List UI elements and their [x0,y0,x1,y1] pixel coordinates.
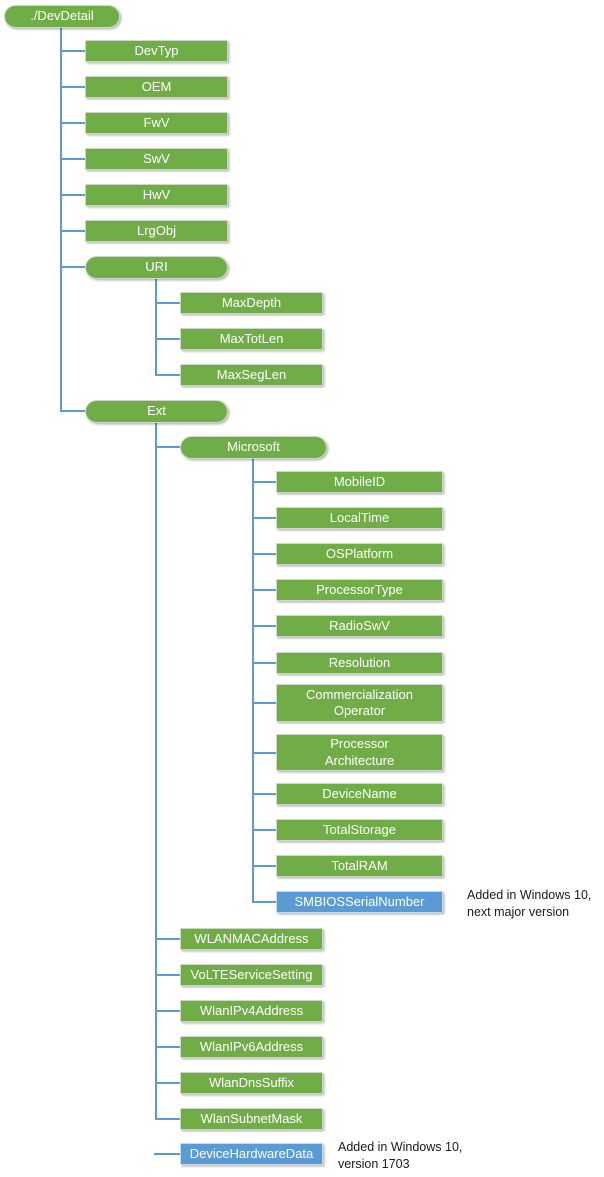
node-processorarchitecture: Processor Architecture [276,734,443,771]
node-processortype: ProcessorType [276,579,443,601]
node-maxdepth: MaxDepth [180,292,323,314]
branch-line-wlanipv4address [155,1010,180,1012]
node-devicename: DeviceName [276,783,443,805]
node-localtime: LocalTime [276,507,443,529]
node-osplatform: OSPlatform [276,543,443,565]
branch-line-processortype [252,589,276,591]
branch-line-swv [60,158,85,160]
node-totalstorage: TotalStorage [276,819,443,841]
node-wlandnssuffix: WlanDnsSuffix [180,1072,323,1094]
annotation-smbiosserialnumber: Added in Windows 10, next major version [467,888,592,919]
annotation-devicehardwaredata: Added in Windows 10, version 1703 [338,1140,463,1171]
branch-line-microsoft [155,446,180,448]
branch-line-mobileid [252,481,276,483]
node-devdetail: ./DevDetail [4,5,120,28]
node-devicehardwaredata: DeviceHardwareData [180,1143,323,1165]
node-wlanipv4address: WlanIPv4Address [180,1000,323,1022]
node-commercializationoperator: Commercialization Operator [276,684,443,722]
node-volteservicesetting: VoLTEServiceSetting [180,964,323,986]
branch-line-smbiosserialnumber [252,901,276,903]
branch-line-commercialization [252,702,276,704]
branch-line-wlanipv6address [155,1046,180,1048]
node-smbiosserialnumber: SMBIOSSerialNumber [276,891,443,913]
node-hwv: HwV [85,184,228,206]
branch-line-maxtotlen [155,338,180,340]
branch-line-radioswv [252,625,276,627]
trunk-line-ext [155,423,157,1120]
branch-line-volteservicesetting [155,974,180,976]
branch-line-uri [60,266,85,268]
node-wlansubnetmask: WlanSubnetMask [180,1108,323,1130]
branch-line-totalstorage [252,829,276,831]
branch-line-resolution [252,662,276,664]
node-lrgobj: LrgObj [85,220,228,242]
branch-line-fwv [60,122,85,124]
node-totalram: TotalRAM [276,855,443,877]
trunk-line-devdetail [60,28,62,412]
node-oem: OEM [85,76,228,98]
branch-line-processorarch [252,752,276,754]
branch-line-lrgobj [60,230,85,232]
branch-line-localtime [252,517,276,519]
branch-line-ext [60,410,85,412]
branch-line-totalram [252,865,276,867]
node-wlanmacaddress: WLANMACAddress [180,928,323,950]
branch-line-wlansubnetmask [155,1118,180,1120]
branch-line-wlanmacaddress [155,938,180,940]
node-mobileid: MobileID [276,471,443,493]
trunk-line-uri [155,279,157,376]
node-ext: Ext [85,400,228,423]
branch-line-osplatform [252,553,276,555]
branch-line-devicehardwaredata [154,1153,180,1155]
trunk-line-microsoft [252,459,254,903]
node-maxseglen: MaxSegLen [180,364,323,386]
node-resolution: Resolution [276,652,443,674]
branch-line-hwv [60,194,85,196]
node-maxtotlen: MaxTotLen [180,328,323,350]
node-devtyp: DevTyp [85,40,228,62]
node-uri: URI [85,256,228,279]
branch-line-devicename [252,793,276,795]
node-wlanipv6address: WlanIPv6Address [180,1036,323,1058]
node-radioswv: RadioSwV [276,615,443,637]
branch-line-maxseglen [155,374,180,376]
branch-line-devtyp [60,50,85,52]
node-microsoft: Microsoft [180,436,327,459]
branch-line-maxdepth [155,302,180,304]
node-swv: SwV [85,148,228,170]
branch-line-oem [60,86,85,88]
branch-line-wlandnssuffix [155,1082,180,1084]
node-fwv: FwV [85,112,228,134]
